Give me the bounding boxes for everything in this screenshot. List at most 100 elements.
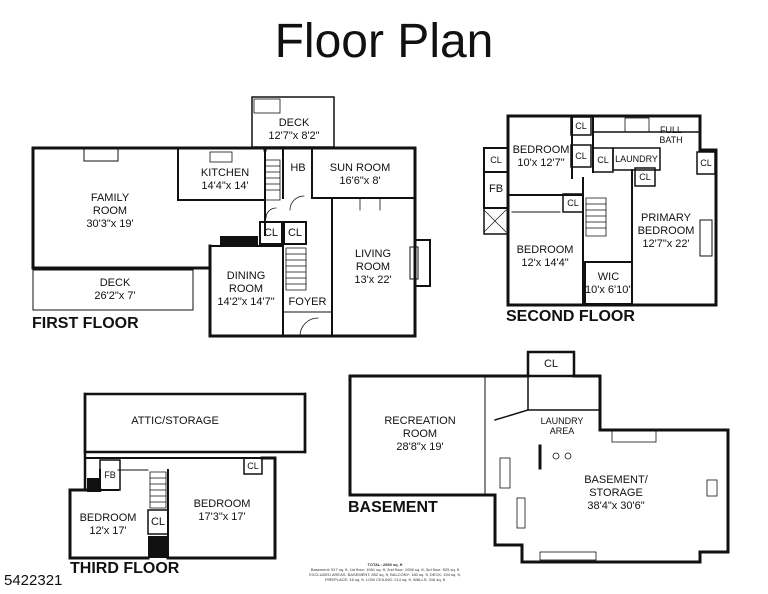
room-label-cl-1b: CL bbox=[284, 227, 306, 240]
room-label-fb-2: FB bbox=[484, 183, 508, 196]
room-label-laundry-b: LAUNDRY AREA bbox=[534, 416, 590, 436]
room-name: BEDROOM bbox=[79, 512, 137, 524]
room-name: CL bbox=[575, 121, 587, 131]
floor-label-third: THIRD FLOOR bbox=[70, 560, 180, 577]
room-name: CL bbox=[567, 198, 579, 208]
area-totals: TOTAL: 2680 sq. ft Basement: 517 sq. ft,… bbox=[300, 562, 470, 582]
third-floor-walls bbox=[68, 392, 307, 560]
room-name: CL bbox=[490, 155, 502, 165]
totals-line-1: TOTAL: 2680 sq. ft bbox=[367, 562, 403, 567]
room-name: FB bbox=[104, 470, 116, 480]
room-dimensions: 30'3"x 19' bbox=[86, 218, 134, 230]
room-dimensions: 14'2"x 14'7" bbox=[217, 296, 275, 308]
room-dimensions: 16'6"x 8' bbox=[339, 175, 381, 187]
room-label-cl-3b: CL bbox=[148, 516, 168, 529]
room-dimensions: 10'x 12'7" bbox=[517, 157, 565, 169]
room-name: FOYER bbox=[288, 296, 327, 308]
room-dimensions: 12'7"x 22' bbox=[642, 238, 690, 250]
floor-label-second: SECOND FLOOR bbox=[506, 308, 635, 325]
room-name-2: ROOM bbox=[355, 261, 391, 273]
room-label-cl-2d: CL bbox=[484, 155, 508, 165]
room-label-family-room: FAMILY ROOM 30'3"x 19' bbox=[70, 192, 150, 231]
basement-walls bbox=[348, 350, 730, 564]
room-label-full-bath: FULL BATH bbox=[654, 125, 688, 145]
room-dimensions: 12'7"x 8'2" bbox=[268, 130, 320, 142]
room-name-2: ROOM bbox=[228, 283, 264, 295]
room-name: CL bbox=[597, 155, 609, 165]
room-name: RECREATION bbox=[384, 415, 456, 427]
first-floor-walls bbox=[31, 96, 431, 338]
room-name: BEDROOM bbox=[512, 144, 570, 156]
room-name: FULL bbox=[659, 125, 682, 135]
second-floor-walls bbox=[483, 114, 718, 307]
room-name-2: BEDROOM bbox=[637, 225, 695, 237]
room-label-primary-bedroom: PRIMARY BEDROOM 12'7"x 22' bbox=[634, 212, 698, 251]
room-name: DECK bbox=[99, 277, 131, 289]
room-dimensions: 13'x 22' bbox=[354, 274, 392, 286]
room-label-laundry-2: LAUNDRY bbox=[613, 154, 660, 164]
room-label-cl-2a: CL bbox=[571, 121, 591, 131]
room-name: CL bbox=[575, 151, 587, 161]
property-id: 5422321 bbox=[4, 572, 63, 589]
room-dimensions: 28'8"x 19' bbox=[396, 441, 444, 453]
room-name-2: BATH bbox=[659, 135, 683, 145]
room-label-bedroom-2a: BEDROOM 10'x 12'7" bbox=[508, 144, 574, 170]
room-name: CL bbox=[639, 172, 651, 182]
room-label-recreation-room: RECREATION ROOM 28'8"x 19' bbox=[374, 415, 466, 454]
room-label-deck-bottom: DECK 26'2"x 7' bbox=[80, 277, 150, 303]
room-label-cl-2e: CL bbox=[635, 172, 655, 182]
room-name: PRIMARY bbox=[641, 212, 691, 224]
totals-line-3: EXCLUDED AREAS: BASEMENT: 852 sq. ft, BA… bbox=[309, 572, 461, 577]
room-label-attic: ATTIC/STORAGE bbox=[110, 415, 240, 428]
room-label-living-room: LIVING ROOM 13'x 22' bbox=[338, 248, 408, 287]
room-name-2: ROOM bbox=[92, 205, 128, 217]
room-dimensions: 12'x 14'4" bbox=[521, 257, 569, 269]
room-label-cl-2c: CL bbox=[593, 155, 613, 165]
room-label-cl-1a: CL bbox=[260, 227, 282, 240]
room-name: CL bbox=[247, 461, 259, 471]
room-dimensions: 14'4"x 14' bbox=[201, 180, 249, 192]
room-label-bedroom-2b: BEDROOM 12'x 14'4" bbox=[508, 244, 582, 270]
room-name-2: STORAGE bbox=[589, 487, 643, 499]
room-name: BEDROOM bbox=[516, 244, 574, 256]
room-name: LAUNDRY bbox=[615, 154, 658, 164]
room-label-wic: WIC 10'x 6'10" bbox=[585, 271, 632, 297]
room-label-cl-2f: CL bbox=[697, 158, 715, 168]
room-name: DECK bbox=[278, 117, 310, 129]
room-name: ATTIC/STORAGE bbox=[131, 415, 219, 427]
room-label-foyer: FOYER bbox=[283, 296, 332, 309]
totals-line-2: Basement: 517 sq. ft, 1st floor: 1061 sq… bbox=[310, 567, 460, 572]
room-dimensions: 38'4"x 30'6" bbox=[587, 500, 645, 512]
totals-line-4: FIREPLACE: 16 sq. ft, LOW CEILING: 214 s… bbox=[324, 577, 446, 582]
room-name: HB bbox=[290, 162, 306, 174]
room-label-cl-b: CL bbox=[528, 358, 574, 371]
room-name: LIVING bbox=[354, 248, 392, 260]
room-label-sun-room: SUN ROOM 16'6"x 8' bbox=[318, 162, 402, 188]
room-name: KITCHEN bbox=[200, 167, 250, 179]
room-name-2: AREA bbox=[549, 426, 575, 436]
room-label-bedroom-3a: BEDROOM 17'3"x 17' bbox=[184, 498, 260, 524]
room-name: CL bbox=[543, 358, 559, 370]
room-name: CL bbox=[287, 227, 303, 239]
room-label-cl-2g: CL bbox=[563, 198, 583, 208]
room-label-kitchen: KITCHEN 14'4"x 14' bbox=[190, 167, 260, 193]
room-label-dining-room: DINING ROOM 14'2"x 14'7" bbox=[210, 270, 282, 309]
room-name-2: ROOM bbox=[402, 428, 438, 440]
room-name: DINING bbox=[226, 270, 266, 282]
room-name: FAMILY bbox=[90, 192, 130, 204]
room-label-cl-2b: CL bbox=[571, 151, 591, 161]
room-name: FB bbox=[488, 183, 504, 195]
room-dimensions: 12'x 17' bbox=[89, 525, 127, 537]
page-title: Floor Plan bbox=[274, 15, 494, 68]
room-label-deck-top: DECK 12'7"x 8'2" bbox=[262, 117, 326, 143]
room-label-bedroom-3b: BEDROOM 12'x 17' bbox=[74, 512, 142, 538]
floor-label-first: FIRST FLOOR bbox=[32, 315, 139, 332]
room-name: LAUNDRY bbox=[540, 416, 584, 426]
room-label-basement-storage: BASEMENT/ STORAGE 38'4"x 30'6" bbox=[578, 474, 654, 513]
room-label-hb: HB bbox=[284, 162, 312, 175]
room-name: SUN ROOM bbox=[329, 162, 391, 174]
room-label-cl-3a: CL bbox=[244, 461, 262, 471]
floor-label-basement: BASEMENT bbox=[348, 499, 438, 516]
room-name: BEDROOM bbox=[193, 498, 251, 510]
